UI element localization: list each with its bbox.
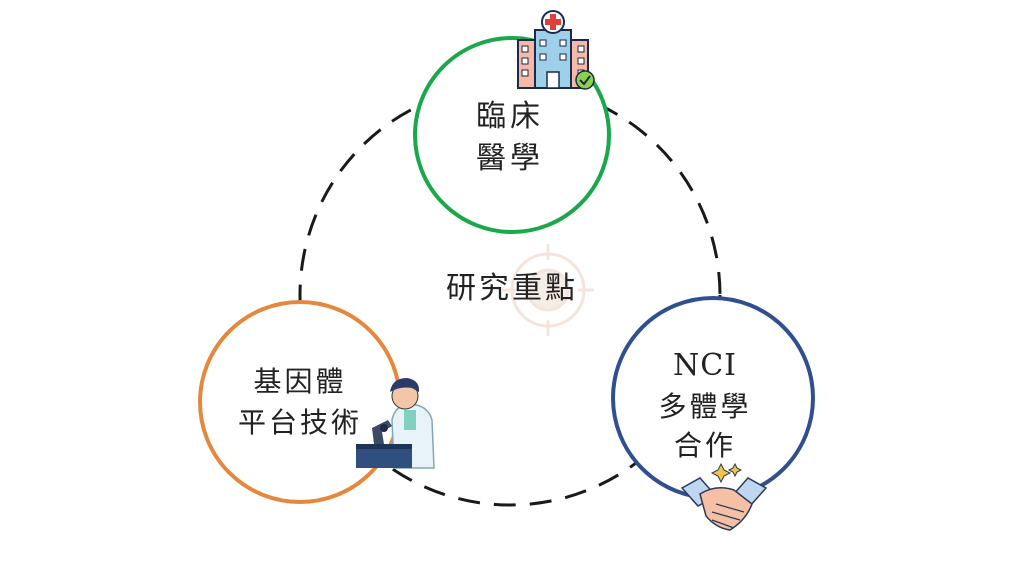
genomics-line-2: 平台技術: [237, 405, 362, 439]
hospital-icon: [517, 10, 595, 90]
nci-line-1: NCI: [672, 348, 738, 383]
nci-line-2: 多體學: [658, 390, 752, 423]
genomics-line-1: 基因體: [253, 365, 347, 398]
genomics-platform-label: 基因體 平台技術: [210, 362, 390, 443]
nci-line-3: 合作: [673, 429, 736, 463]
clinical-line-1: 臨床: [476, 99, 544, 134]
clinical-medicine-label: 臨床 醫學: [440, 96, 580, 180]
handshake-icon: [680, 462, 768, 531]
target-watermark-icon: [502, 244, 594, 336]
center-label: 研究重點: [412, 270, 612, 308]
scientist-microscope-icon: [356, 378, 435, 469]
nci-multiomics-label: NCI 多體學 合作: [620, 345, 790, 465]
clinical-line-2: 醫學: [476, 141, 544, 176]
center-label-text: 研究重點: [446, 271, 578, 306]
